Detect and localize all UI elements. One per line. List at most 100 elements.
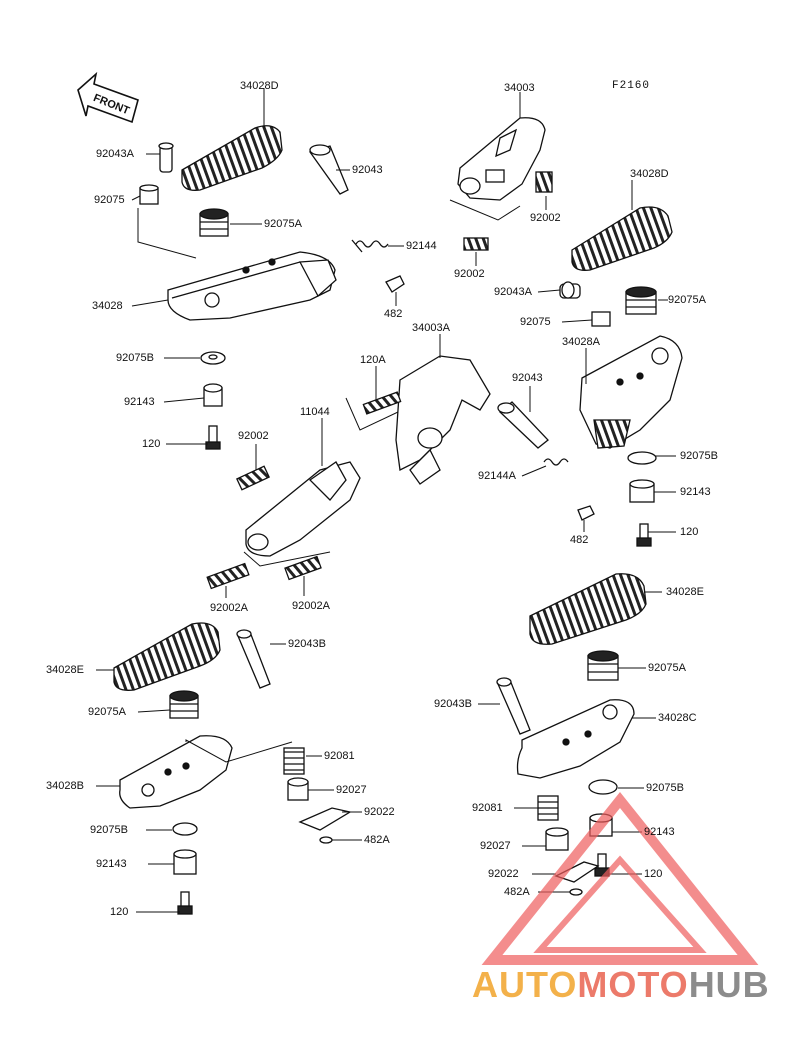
- part-label: 92143: [680, 486, 711, 498]
- pin-92043-top: [308, 144, 349, 195]
- part-label: 92002A: [292, 600, 330, 612]
- clip-482A-right: [569, 888, 583, 896]
- part-label: 482A: [504, 886, 530, 898]
- part-label: 92043B: [434, 698, 472, 710]
- watermark-hub: HUB: [688, 964, 770, 1005]
- pin-92043B-right: [496, 677, 531, 735]
- part-label: 120A: [360, 354, 386, 366]
- bolt-120-left: [205, 425, 221, 450]
- watermark-text: AUTOMOTOHUB: [472, 964, 770, 1006]
- part-label: 482: [570, 534, 589, 546]
- bolt-92002-center: [236, 465, 270, 491]
- part-label: 120: [680, 526, 699, 538]
- bracket-34003A: [395, 355, 491, 485]
- footrest-34028B: [119, 735, 233, 809]
- part-label: 34028: [92, 300, 123, 312]
- bolt-92002A-left: [206, 562, 250, 590]
- part-label: 120: [644, 868, 663, 880]
- part-label: 92027: [336, 784, 367, 796]
- spring-92144-left: [351, 239, 389, 253]
- rubber-pad-34028D-right: [571, 206, 673, 271]
- part-label: 34028C: [658, 712, 697, 724]
- pin-92043-right: [497, 401, 549, 449]
- pin-92043B-left: [236, 629, 271, 689]
- part-label: 92075A: [668, 294, 706, 306]
- part-label: 92075: [520, 316, 551, 328]
- cap-92143-left: [203, 383, 223, 407]
- footrest-34028: [167, 251, 337, 321]
- bolt-120-right: [636, 523, 652, 547]
- part-label: 34028E: [666, 586, 704, 598]
- diagram-code: F2160: [612, 80, 651, 92]
- part-label: 92043A: [96, 148, 134, 160]
- part-label: 92075A: [264, 218, 302, 230]
- rubber-pad-34028E-right: [529, 573, 647, 645]
- part-label: 92002: [238, 430, 269, 442]
- clip-482-left: [385, 275, 405, 293]
- plunger-92027-right: [545, 827, 569, 851]
- rubber-pad-34028D-left: [181, 125, 283, 191]
- part-label: 92027: [480, 840, 511, 852]
- part-label: 34028E: [46, 664, 84, 676]
- damper-92075A-right: [625, 286, 657, 315]
- washer-92075B-lower-left: [172, 822, 198, 836]
- watermark-moto: MOTO: [577, 964, 689, 1005]
- clip-482-right: [577, 505, 595, 521]
- spring-92081-right: [537, 795, 559, 821]
- part-label: 92075B: [646, 782, 684, 794]
- washer-92075B-left: [200, 351, 226, 365]
- cap-92143-right: [629, 479, 655, 503]
- spring-92144A: [543, 458, 569, 466]
- footrest-34028C: [516, 699, 635, 779]
- part-label: 92143: [644, 826, 675, 838]
- part-label: 34003: [504, 82, 535, 94]
- part-label: 92081: [324, 750, 355, 762]
- damper-92075A-lower-left: [169, 690, 199, 719]
- cap-92143-lower-left: [173, 849, 197, 875]
- plate-92022-left: [298, 807, 352, 831]
- part-label: 34028B: [46, 780, 84, 792]
- rubber-pad-34028E-left: [113, 622, 221, 691]
- part-label: 92043B: [288, 638, 326, 650]
- part-label: 92075B: [90, 824, 128, 836]
- bolt-92002-top-right: [535, 171, 553, 193]
- watermark-auto: AUTO: [472, 964, 578, 1005]
- part-label: 92002: [530, 212, 561, 224]
- part-label: 34028A: [562, 336, 600, 348]
- washer-92075B-lower-right: [588, 779, 618, 795]
- part-label: 92075A: [648, 662, 686, 674]
- part-label: 120: [142, 438, 161, 450]
- part-label: 92081: [472, 802, 503, 814]
- bolt-120A: [362, 391, 402, 415]
- clip-482A-left: [319, 836, 333, 844]
- bracket-34003: [457, 117, 546, 201]
- part-label: 92043: [512, 372, 543, 384]
- part-label: 34028D: [240, 80, 279, 92]
- washer-92075B-right: [627, 451, 657, 465]
- damper-92075A-lower-right: [587, 650, 619, 681]
- part-label: 92002A: [210, 602, 248, 614]
- bolt-92002-mid: [463, 237, 489, 251]
- footrest-34028A: [579, 335, 683, 449]
- part-label: 92022: [488, 868, 519, 880]
- bolt-92002A-right: [284, 555, 322, 581]
- part-label: 482: [384, 308, 403, 320]
- part-label: 92002: [454, 268, 485, 280]
- part-label: 34003A: [412, 322, 450, 334]
- plate-92022-right: [554, 861, 600, 883]
- part-label: 120: [110, 906, 129, 918]
- part-label: 482A: [364, 834, 390, 846]
- part-label: 92143: [96, 858, 127, 870]
- part-label: 92143: [124, 396, 155, 408]
- bolt-92043A-right: [559, 281, 581, 299]
- spring-92081-left: [283, 747, 305, 775]
- front-arrow-icon: [77, 71, 139, 124]
- bushing-92075-left: [139, 184, 159, 205]
- part-label: 11044: [300, 406, 330, 418]
- part-label: 92075B: [680, 450, 718, 462]
- bracket-11044: [245, 461, 361, 557]
- part-label: 92075: [94, 194, 125, 206]
- leader-lines: [96, 88, 676, 913]
- bolt-120-lower-left: [177, 891, 193, 915]
